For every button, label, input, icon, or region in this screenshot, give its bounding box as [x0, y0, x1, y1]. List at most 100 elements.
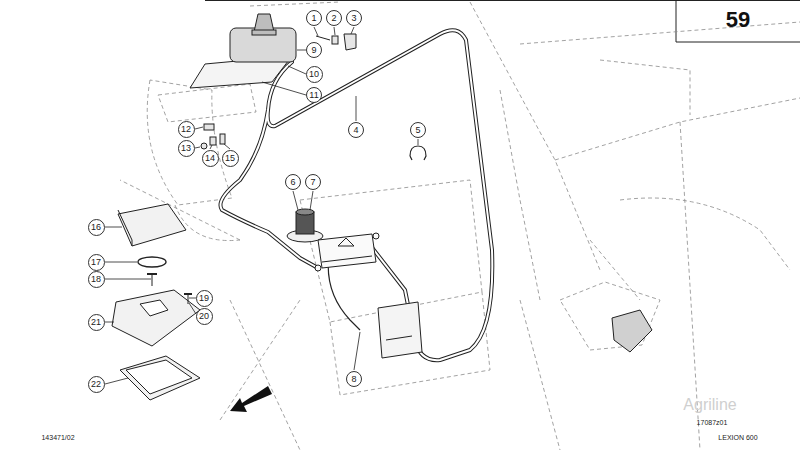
leader-lines-part: [105, 227, 122, 228]
callout-circle: 8: [346, 371, 362, 387]
callout-circle: 10: [306, 66, 323, 83]
storage-box-parts-part: [152, 274, 153, 286]
cab-outline-part: [590, 240, 640, 300]
leader-lines-part: [288, 66, 306, 74]
hose-fittings-part: [204, 124, 214, 130]
callout-circle: 17: [88, 254, 105, 271]
leader-lines-part: [195, 127, 203, 129]
cab-outline-part: [220, 300, 300, 420]
callout-circle: 9: [306, 42, 322, 58]
bracket-parts: [316, 34, 356, 50]
page-number: 59: [726, 9, 750, 31]
callout-circle: 5: [410, 122, 426, 138]
cab-outline-part: [500, 90, 540, 300]
callout-circle: 13: [178, 140, 195, 157]
callout-circle: 3: [346, 10, 362, 26]
washer-tank-part: [254, 14, 274, 32]
cab-outline-part: [300, 180, 482, 322]
joystick-part: [612, 310, 652, 352]
callout-number: 17: [91, 258, 101, 267]
cab-outline-part: [147, 80, 232, 205]
hose-fittings: [201, 124, 225, 149]
hose-fittings-part: [210, 137, 216, 145]
hose-fittings-part: [220, 134, 225, 144]
hose-clamp: [410, 146, 426, 160]
callout-number: 21: [91, 318, 101, 327]
washer-tank-part: [252, 30, 276, 35]
storage-box-parts-part: [140, 300, 168, 316]
leader-lines-part: [195, 147, 200, 148]
cab-outline-part: [520, 300, 560, 450]
cab-outline-part: [520, 22, 800, 44]
callout-number: 15: [225, 154, 235, 163]
leader-lines-part: [105, 322, 114, 323]
storage-box-parts-part: [188, 294, 189, 304]
callout-number: 13: [181, 144, 191, 153]
leader-lines-part: [262, 82, 306, 95]
callout-circle: 15: [222, 150, 239, 167]
drawing-reference: LEXION 600: [718, 434, 757, 441]
callout-number: 1: [311, 14, 316, 23]
pump-box-part: [386, 336, 412, 340]
callout-circle: 20: [196, 308, 213, 325]
bracket-parts-part: [316, 36, 330, 40]
callout-circle: 19: [196, 290, 213, 307]
callout-circle: 2: [326, 10, 342, 26]
callout-circle: 7: [305, 174, 321, 190]
callout-circle: 16: [88, 219, 105, 236]
leader-lines-part: [314, 27, 318, 36]
cab-outline-part: [555, 98, 800, 160]
bracket-parts-part: [332, 36, 338, 44]
callout-number: 20: [199, 312, 209, 321]
cab-outline-part: [250, 2, 340, 6]
callout-number: 4: [353, 126, 358, 135]
callout-number: 22: [91, 380, 101, 389]
drawing-reference: 17087z01: [697, 419, 728, 426]
callout-number: 3: [351, 14, 356, 23]
storage-box-parts-part: [112, 290, 200, 346]
storage-box-parts-part: [147, 273, 157, 275]
storage-box-parts-part: [118, 210, 132, 246]
storage-box-parts-part: [184, 293, 192, 295]
leader-lines-part: [293, 191, 298, 210]
callout-number: 12: [181, 125, 191, 134]
washer-tank: [190, 14, 296, 88]
callout-circle: 1: [306, 10, 322, 26]
joystick: [612, 310, 652, 352]
callout-number: 19: [199, 294, 209, 303]
callout-circle: 22: [88, 376, 105, 393]
callout-number: 6: [290, 178, 295, 187]
direction-arrow-part: [230, 386, 272, 412]
callout-number: 2: [331, 14, 336, 23]
cab-outline-part: [158, 84, 256, 122]
bracket-parts-part: [344, 34, 356, 50]
control-panel: [315, 233, 379, 271]
storage-box-parts: [112, 204, 200, 400]
leader-lines-part: [418, 139, 419, 145]
storage-box-parts-part: [118, 204, 186, 246]
callout-number: 18: [91, 275, 101, 284]
control-panel-part: [373, 233, 379, 239]
control-panel-part: [318, 234, 376, 268]
leader-lines-part: [210, 145, 212, 149]
callout-circle: 12: [178, 121, 195, 138]
callout-circle: 14: [202, 150, 219, 167]
cab-outline-part: [330, 292, 490, 395]
callout-circle: 21: [88, 314, 105, 331]
page-frame-part: [676, 0, 800, 42]
cab-outline-part: [560, 282, 660, 350]
callout-circle: 6: [285, 174, 301, 190]
callout-circle: 4: [348, 122, 364, 138]
storage-box-parts-part: [126, 360, 192, 394]
leader-lines-part: [334, 27, 335, 35]
cab-outline-part: [600, 60, 690, 115]
cab-outline-part: [620, 198, 790, 270]
leader-lines-part: [356, 96, 357, 121]
callout-number: 10: [309, 70, 319, 79]
callout-number: 5: [415, 126, 420, 135]
callout-circle: 11: [306, 87, 322, 103]
leader-lines-part: [189, 303, 196, 314]
callout-number: 11: [309, 91, 318, 100]
hose-clamp-part: [410, 146, 426, 160]
